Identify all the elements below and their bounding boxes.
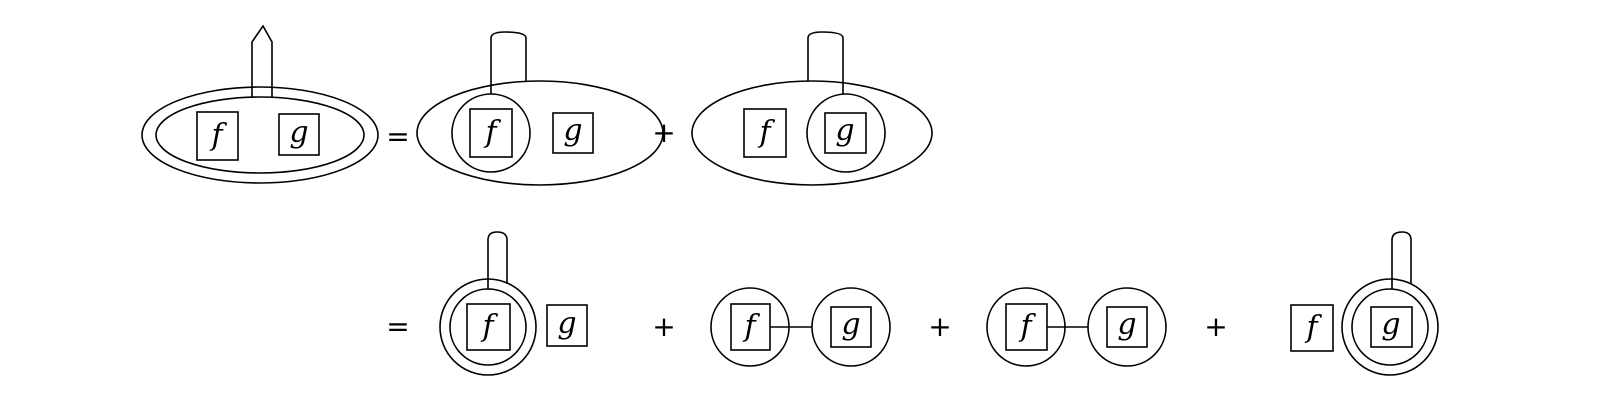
f-label: f <box>480 309 498 344</box>
g-box <box>830 306 872 348</box>
f-box <box>743 108 787 158</box>
g-label: g <box>1381 307 1400 342</box>
inner-circle <box>1351 288 1429 366</box>
term-3: f g <box>691 31 933 186</box>
lhs-term: f g <box>141 24 379 184</box>
outer-ellipse <box>691 80 933 186</box>
f-label: f <box>757 115 775 150</box>
f-box <box>196 111 239 161</box>
g-box <box>1370 306 1413 348</box>
g-box <box>278 113 320 156</box>
g-label: g <box>841 307 860 342</box>
g-box <box>546 304 588 347</box>
g-box <box>824 112 867 154</box>
equals-sign: = <box>386 120 409 153</box>
f-label: f <box>209 118 227 153</box>
g-label: g <box>563 113 582 148</box>
term-5: f g <box>710 287 891 367</box>
f-label: f <box>742 309 760 344</box>
plus-sign: + <box>652 116 675 149</box>
pointed-tube <box>251 24 273 97</box>
g-box <box>1106 306 1148 348</box>
g-circle <box>806 93 886 173</box>
f-box <box>730 303 771 351</box>
f-box <box>466 303 511 351</box>
f-label: f <box>483 115 501 150</box>
tube <box>490 31 527 94</box>
plus-sign: + <box>652 310 675 343</box>
f-box <box>469 108 513 158</box>
g-label: g <box>1117 307 1136 342</box>
g-label: g <box>289 115 308 150</box>
equals-sign: = <box>386 310 409 343</box>
plus-sign: + <box>1204 310 1227 343</box>
outer-ellipse <box>416 80 664 186</box>
inner-ellipse <box>155 96 365 174</box>
f-box <box>1290 304 1334 352</box>
outer-ellipse <box>141 86 379 184</box>
plus-sign: + <box>928 310 951 343</box>
outer-circle <box>1341 278 1439 376</box>
term-6: f g <box>986 287 1167 367</box>
tube <box>1391 231 1412 289</box>
g-label: g <box>835 113 854 148</box>
tube <box>807 31 844 94</box>
f-box <box>1005 303 1048 351</box>
term-2: f g <box>416 31 664 186</box>
g-label: g <box>557 306 576 341</box>
f-label: f <box>1018 309 1036 344</box>
f-label: f <box>1304 310 1322 345</box>
term-4: f g <box>439 231 588 376</box>
tube <box>487 231 508 289</box>
term-7: f g <box>1290 231 1439 376</box>
g-box <box>552 112 594 154</box>
